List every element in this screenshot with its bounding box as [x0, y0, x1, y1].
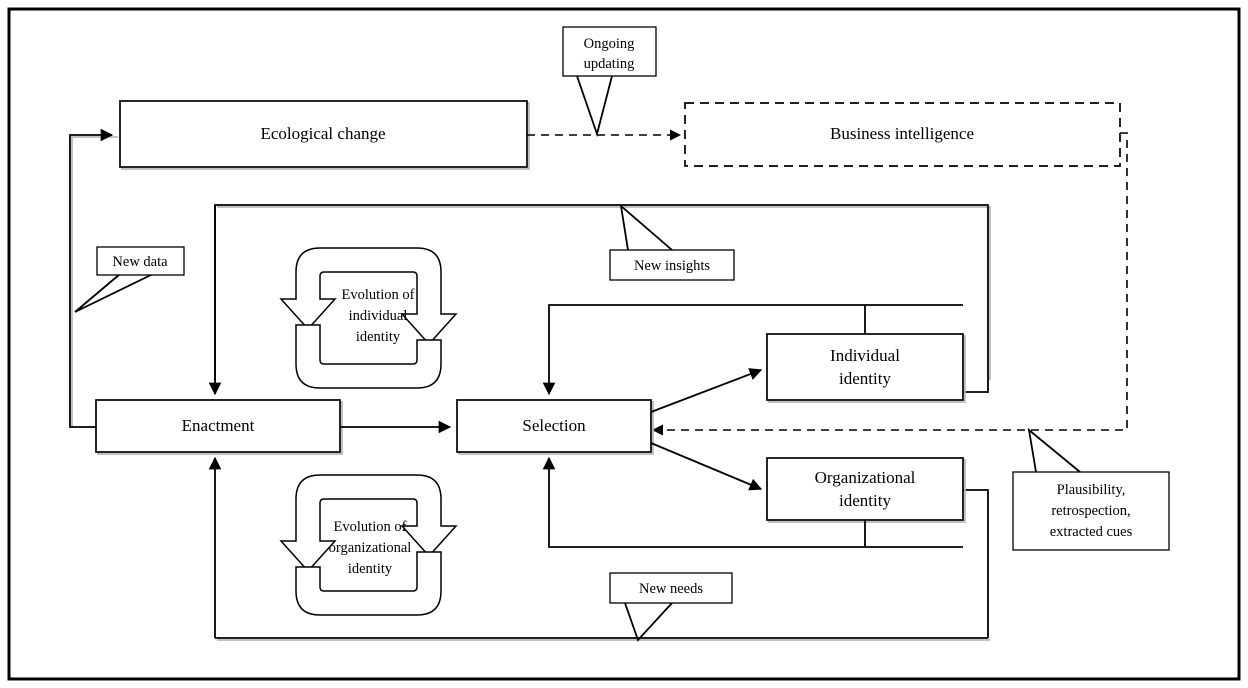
node-business-intelligence-label: Business intelligence: [830, 124, 974, 143]
org-identity-right-down: [963, 489, 989, 638]
node-ecological-change[interactable]: [119, 100, 528, 168]
callout-plausibility[interactable]: [1012, 471, 1170, 551]
enactment-to-ecological-change-path: [69, 128, 114, 428]
cycle-individual-line2: individual: [349, 308, 408, 324]
organizational-identity-feedback-path: [542, 456, 963, 548]
cycle-individual-identity: Evolution of individual identity: [279, 247, 458, 389]
cycle-organizational-identity: Evolution of organizational identity: [279, 474, 458, 616]
callout-new-insights-line1: New insights: [634, 258, 710, 274]
callout-new-insights[interactable]: [609, 249, 735, 281]
callout-new-needs-line1: New needs: [639, 581, 703, 597]
cycle-organizational-line3: identity: [348, 561, 393, 577]
callout-ongoing-updating-line2: updating: [584, 56, 635, 72]
node-enactment[interactable]: [95, 399, 341, 453]
node-enactment-label: Enactment: [182, 416, 255, 435]
callout-new-data-tail: [74, 273, 154, 313]
cycle-organizational-line1: Evolution of: [334, 519, 407, 535]
cycle-individual-line1: Evolution of: [342, 287, 415, 303]
callout-new-needs[interactable]: [609, 572, 733, 604]
node-organizational-identity[interactable]: [766, 457, 964, 521]
callout-new-needs-tail: [624, 602, 673, 642]
selection-to-organizational-identity-path: [650, 442, 763, 491]
node-organizational-identity-line1: Organizational: [815, 468, 916, 487]
node-business-intelligence[interactable]: [684, 102, 1121, 167]
cycle-individual-outer-arc: [279, 247, 458, 346]
cycle-organizational-inner-arc: [295, 551, 442, 616]
bi-to-selection-dashed: [651, 132, 1128, 436]
node-individual-identity-line2: identity: [839, 369, 891, 388]
callout-plausibility-line3: extracted cues: [1050, 524, 1133, 540]
cycle-individual-inner-arc: [295, 324, 442, 389]
callout-new-data[interactable]: [96, 246, 185, 276]
cycle-organizational-line2: organizational: [329, 540, 412, 556]
node-individual-identity[interactable]: [766, 333, 964, 401]
cycle-individual-line3: identity: [356, 329, 401, 345]
callout-new-data-line1: New data: [112, 254, 168, 270]
callout-ongoing-updating-line1: Ongoing: [584, 36, 635, 52]
callout-ongoing-updating-tail: [576, 75, 613, 138]
node-individual-identity-line1: Individual: [830, 346, 900, 365]
individual-identity-feedback-path: [542, 304, 963, 396]
callout-new-insights-tail: [619, 203, 673, 251]
node-ecological-change-label: Ecological change: [260, 124, 385, 143]
node-selection-label: Selection: [522, 416, 586, 435]
callout-plausibility-line2: retrospection,: [1051, 503, 1130, 519]
callout-plausibility-line1: Plausibility,: [1057, 482, 1126, 498]
node-selection[interactable]: [456, 399, 652, 453]
big-loop-right-down: [963, 340, 989, 393]
cycle-organizational-outer-arc: [279, 474, 458, 573]
node-organizational-identity-line2: identity: [839, 491, 891, 510]
selection-to-individual-identity-path: [650, 368, 763, 413]
callout-ongoing-updating[interactable]: [562, 26, 657, 77]
callout-plausibility-tail: [1027, 427, 1081, 473]
